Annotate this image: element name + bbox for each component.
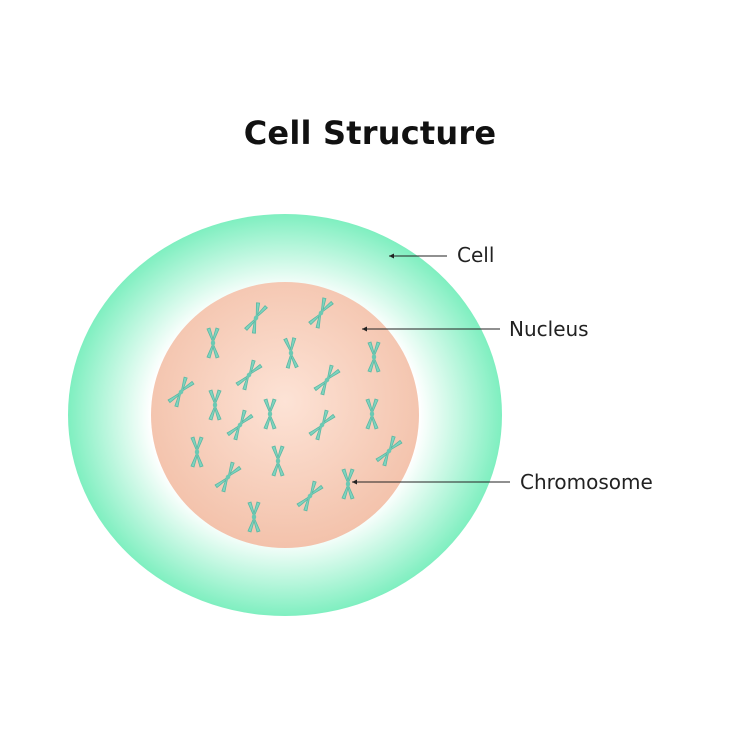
page-title: Cell Structure (243, 114, 497, 152)
label-nucleus: Nucleus (509, 317, 589, 341)
nucleus (151, 282, 419, 548)
label-cell: Cell (457, 243, 495, 267)
label-chromosome: Chromosome (520, 470, 653, 494)
